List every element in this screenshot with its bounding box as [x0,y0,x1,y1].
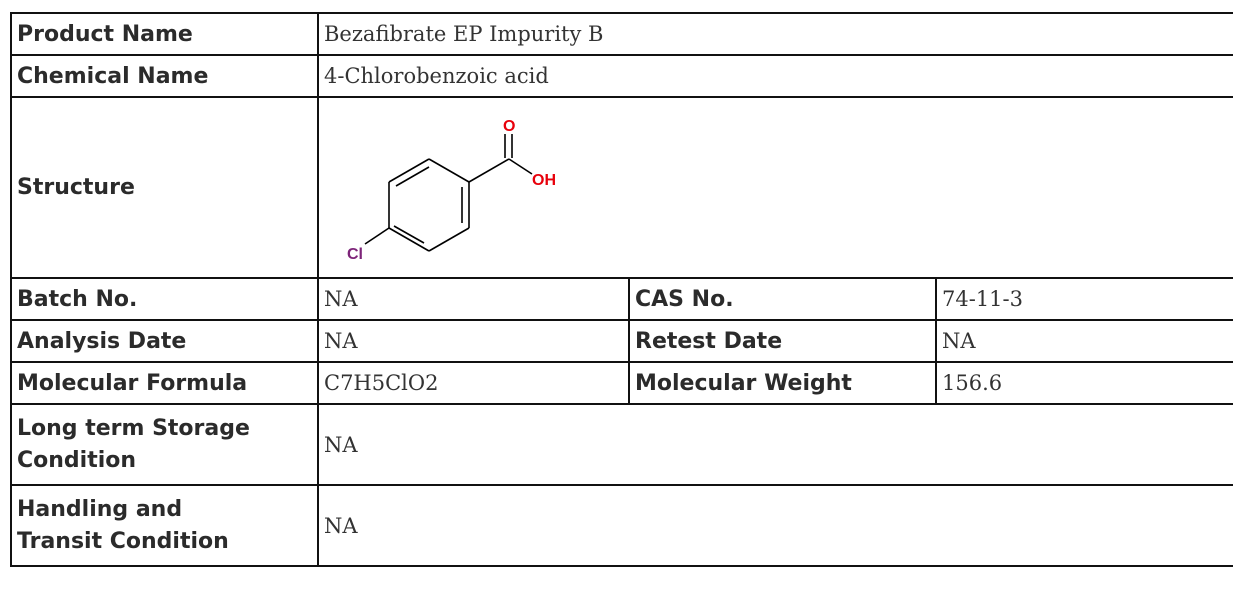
retest-date-label: Retest Date [628,319,937,363]
hydroxyl-atom-label: OH [532,172,556,189]
chlorine-bond [364,227,390,245]
cas-no-value: 74-11-3 [934,277,1233,321]
ring-double-bond [395,166,430,187]
oxygen-atom-label: O [503,118,515,135]
analysis-date-label: Analysis Date [10,319,319,363]
handling-transit-label-line1: Handling and [17,496,183,522]
chemical-structure-diagram: O OH Cl [347,118,556,263]
long-term-storage-value: NA [316,403,1233,486]
product-name-value: Bezafibrate EP Impurity B [316,12,1233,56]
chlorine-atom-label: Cl [347,246,363,263]
batch-no-label: Batch No. [10,277,319,321]
handling-transit-label-line2: Transit Condition [17,528,229,554]
structure-bonds [364,134,533,252]
chemical-name-value: 4-Chlorobenzoic acid [316,54,1233,98]
hydroxyl-bond [508,158,533,175]
row-batch-cas: Batch No. NA CAS No. 74-11-3 [10,277,1233,321]
row-structure: Structure [10,96,1233,279]
product-name-label: Product Name [10,12,319,56]
handling-transit-label: Handling and Transit Condition [10,484,319,567]
chemical-name-label: Chemical Name [10,54,319,98]
long-term-storage-label-line2: Condition [17,447,137,473]
row-handling-transit: Handling and Transit Condition NA [10,484,1233,567]
molecular-formula-value: C7H5ClO2 [317,361,630,405]
structure-label: Structure [10,96,319,279]
cas-no-label: CAS No. [628,277,937,321]
row-long-term-storage: Long term Storage Condition NA [10,403,1233,486]
ring-bond [428,158,470,183]
row-product-name: Product Name Bezafibrate EP Impurity B [10,12,1233,56]
ring-bond [388,227,430,252]
molecular-weight-label: Molecular Weight [628,361,937,405]
structure-cell: O OH Cl [316,96,1233,279]
molecular-formula-label: Molecular Formula [10,361,319,405]
long-term-storage-label-line1: Long term Storage [17,415,250,441]
retest-date-value: NA [934,319,1233,363]
row-analysis-retest: Analysis Date NA Retest Date NA [10,319,1233,363]
carboxyl-bond [468,158,510,183]
row-chemical-name: Chemical Name 4-Chlorobenzoic acid [10,54,1233,98]
long-term-storage-label: Long term Storage Condition [10,403,319,486]
batch-no-value: NA [317,277,630,321]
analysis-date-value: NA [317,319,630,363]
molecular-weight-value: 156.6 [934,361,1233,405]
ring-bond [428,227,470,252]
ring-double-bond [393,225,425,244]
row-formula-weight: Molecular Formula C7H5ClO2 Molecular Wei… [10,361,1233,405]
handling-transit-value: NA [316,484,1233,567]
product-spec-table: Product Name Bezafibrate EP Impurity B C… [10,12,1233,567]
ring-bond [388,158,430,183]
